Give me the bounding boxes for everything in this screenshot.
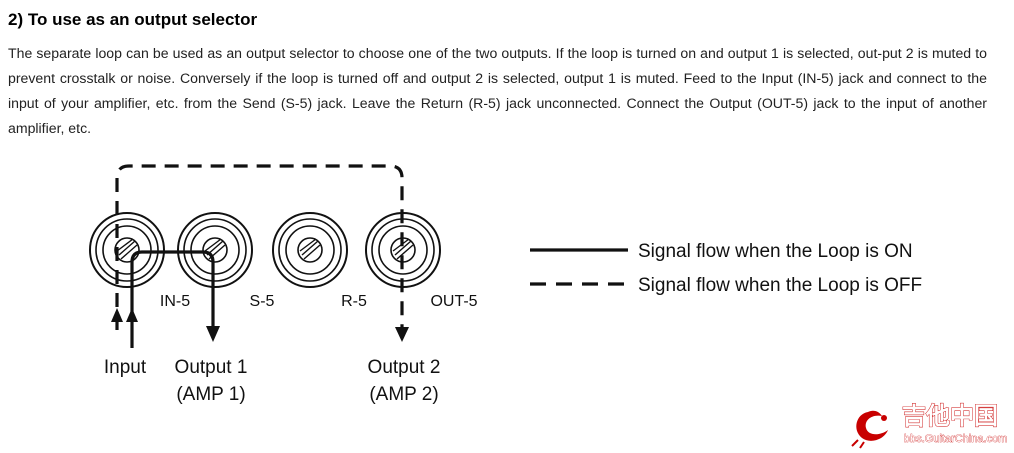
- jack-s-5: [177, 212, 253, 288]
- watermark: 吉他中国 bbs.GuitarChina.com: [851, 403, 1008, 449]
- jack-label-in-5: IN-5: [160, 293, 190, 310]
- jack-in-5: [89, 212, 165, 288]
- watermark-logo-icon: [851, 410, 888, 449]
- arrow-input-solid: [126, 308, 138, 322]
- jack-label-s-5: S-5: [250, 293, 275, 310]
- section-paragraph: The separate loop can be used as an outp…: [8, 45, 987, 136]
- arrow-output2: [395, 327, 409, 342]
- output2-amp-label: (AMP 2): [369, 384, 438, 405]
- jack-r-5: [272, 212, 348, 288]
- arrow-input-dashed: [111, 308, 123, 322]
- watermark-brand: 吉他中国: [902, 403, 998, 430]
- section-heading: 2) To use as an output selector: [8, 10, 258, 29]
- input-label: Input: [104, 357, 147, 378]
- jack-label-out-5: OUT-5: [430, 293, 477, 310]
- signal-path-loop-off: [115, 164, 404, 330]
- output1-label: Output 1: [175, 357, 248, 378]
- legend-dashed-label: Signal flow when the Loop is OFF: [638, 275, 922, 296]
- watermark-url: bbs.GuitarChina.com: [904, 433, 1007, 445]
- signal-path-loop-on: [130, 250, 215, 348]
- jack-label-r-5: R-5: [341, 293, 367, 310]
- legend-solid-label: Signal flow when the Loop is ON: [638, 241, 913, 262]
- jack-out-5: [365, 212, 441, 288]
- legend: Signal flow when the Loop is ON Signal f…: [530, 241, 922, 296]
- output2-label: Output 2: [368, 357, 441, 378]
- output1-amp-label: (AMP 1): [176, 384, 245, 405]
- arrow-output1: [206, 326, 220, 342]
